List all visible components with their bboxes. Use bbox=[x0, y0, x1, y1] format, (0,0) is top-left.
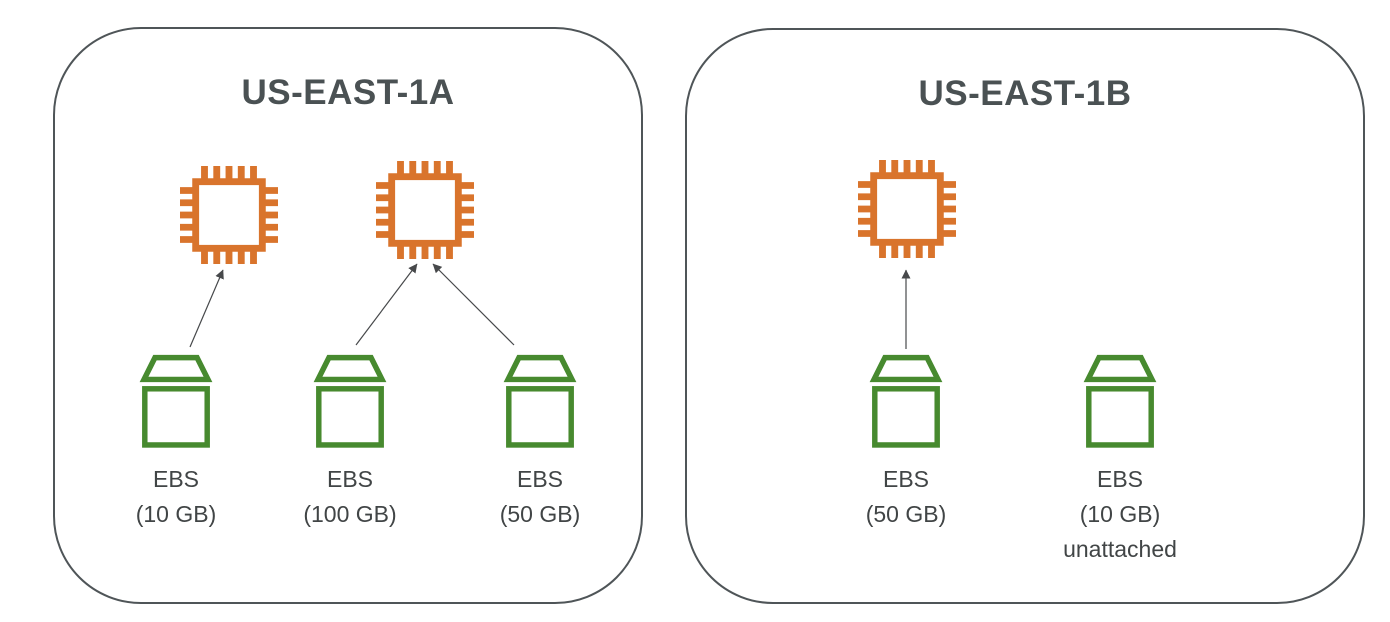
ebs-size: (100 GB) bbox=[303, 501, 397, 527]
ebs-volume-icon bbox=[137, 352, 215, 449]
ebs-name: EBS bbox=[516, 466, 564, 492]
ebs-volume-icon bbox=[867, 352, 945, 449]
ebs-volume-icon bbox=[311, 352, 389, 449]
ec2-instance-icon bbox=[180, 166, 278, 264]
availability-zone-us-east-1b: US-EAST-1B bbox=[685, 28, 1365, 604]
ebs-volume-label: EBS (50 GB) bbox=[455, 462, 625, 532]
ebs-volume-label: EBS (50 GB) bbox=[821, 462, 991, 532]
ebs-size: (50 GB) bbox=[865, 501, 947, 527]
ebs-name: EBS bbox=[326, 466, 374, 492]
ebs-volume-label: EBS (100 GB) bbox=[265, 462, 435, 532]
availability-zone-us-east-1a: US-EAST-1A bbox=[53, 27, 643, 604]
ebs-note: unattached bbox=[1063, 536, 1177, 562]
ec2-instance-icon bbox=[376, 161, 474, 259]
ebs-volume-label: EBS (10 GB) bbox=[91, 462, 261, 532]
zone-title-us-east-1b: US-EAST-1B bbox=[918, 74, 1132, 113]
zone-title-us-east-1a: US-EAST-1A bbox=[241, 73, 455, 112]
ebs-size: (50 GB) bbox=[499, 501, 581, 527]
ebs-volume-icon bbox=[1081, 352, 1159, 449]
ebs-name: EBS bbox=[882, 466, 930, 492]
ebs-name: EBS bbox=[1096, 466, 1144, 492]
ebs-volume-icon bbox=[501, 352, 579, 449]
ec2-instance-icon bbox=[858, 160, 956, 258]
ebs-volume-label: EBS (10 GB) unattached bbox=[1035, 462, 1205, 567]
ebs-size: (10 GB) bbox=[135, 501, 217, 527]
ebs-name: EBS bbox=[152, 466, 200, 492]
ebs-size: (10 GB) bbox=[1079, 501, 1161, 527]
